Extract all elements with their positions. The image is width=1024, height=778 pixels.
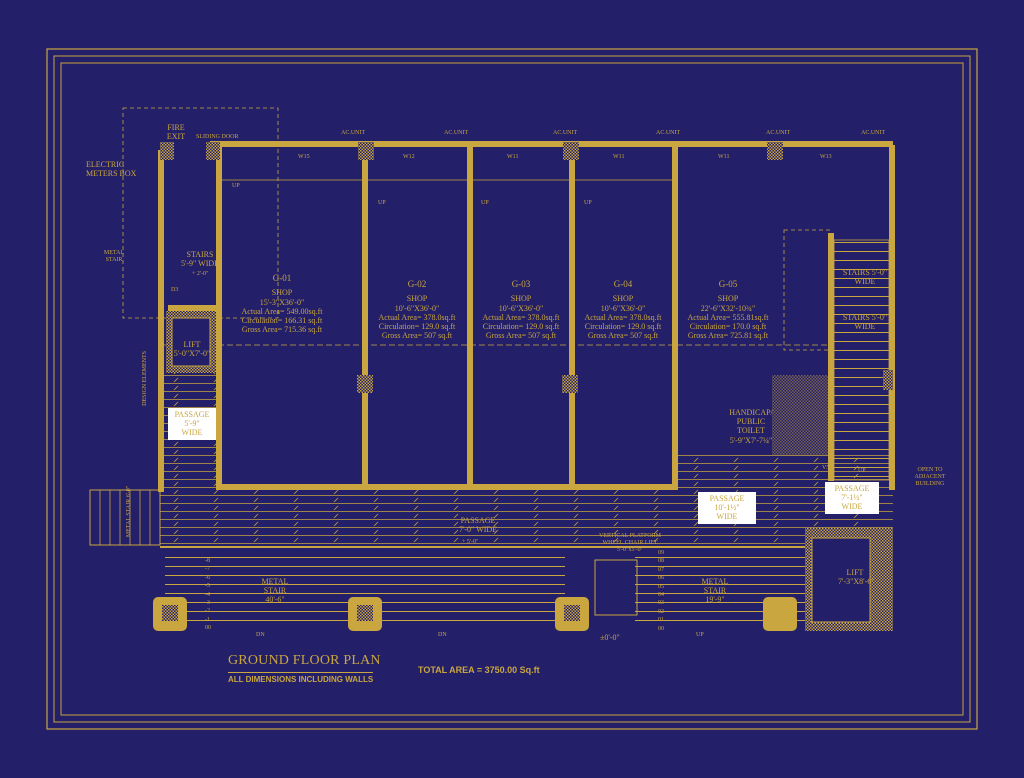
toilet-label: HANDICAP/ PUBLIC TOILET 5'-9"X7'-7¼" (729, 408, 773, 445)
stair-step-number: 00 (658, 625, 664, 632)
electric-meters-label: ELECTRIC METERS BOX (86, 160, 137, 179)
sliding-door-label: SLIDING DOOR (196, 134, 239, 140)
up-marker: UP (584, 200, 592, 206)
window-tag: W13 (820, 154, 832, 160)
shop-id: G-01 (272, 273, 292, 283)
stair-step-number: -1 (205, 616, 210, 623)
passage-main-label: PASSAGE 7'-0" WIDE (458, 516, 498, 535)
stairs-right-label-2: STAIRS 5'-0" WIDE (842, 313, 888, 332)
drawing-title: GROUND FLOOR PLAN (228, 653, 381, 668)
level-left-label: + 2'-0" (192, 271, 209, 277)
lift-right-label: LIFT 7'-3"X8'-6" (838, 568, 875, 587)
ac-unit-label: AC.UNIT (861, 130, 886, 136)
stair-step-number: 02 (658, 608, 664, 615)
stair-step-number: 00 (205, 625, 211, 632)
up-marker: UP (858, 468, 866, 474)
ac-unit-label: AC.UNIT (341, 130, 366, 136)
stair-step-number: -7 (205, 566, 210, 573)
stair-step-number: -4 (205, 591, 210, 598)
stair-step-number: -2 (205, 608, 210, 615)
up-marker: UP (481, 200, 489, 206)
stair-step-number: -5 (205, 583, 210, 590)
passage-hatch (160, 488, 893, 546)
dn-marker: DN (438, 632, 447, 638)
stair-step-number: -6 (205, 574, 210, 581)
window-tag: W12 (403, 154, 415, 160)
passage-mid-label: PASSAGE 10'-1½" WIDE (698, 492, 756, 524)
passage-left-label: PASSAGE 5'-9" WIDE (168, 408, 216, 440)
drawing-subtitle: ALL DIMENSIONS INCLUDING WALLS (228, 672, 374, 684)
d3-tag: D3 (171, 287, 179, 293)
ac-unit-label: AC.UNIT (444, 130, 469, 136)
passage-right-label: PASSAGE 7'-1½" WIDE (825, 482, 879, 514)
stair-step-number: 05 (658, 583, 664, 590)
dn-marker: DN (256, 632, 265, 638)
up-marker: UP (696, 632, 704, 638)
fire-exit-label: FIRE EXIT (166, 123, 186, 142)
lift-left-label: LIFT 5'-0"X7'-0" (173, 340, 211, 359)
metal-stair-small-label: METAL STAIR 6'-0" (126, 485, 133, 538)
window-tag: W11 (613, 154, 625, 160)
stair-step-number: -8 (205, 558, 210, 564)
wheelchair-lift-label: VERTICAL PLATFORM WHEEL CHAIR LIFT 5'-0"… (599, 533, 661, 553)
v5-tag: V5 (822, 465, 830, 471)
metal-stair-side-label: METAL STAIR (103, 250, 125, 263)
up-marker: UP (378, 200, 386, 206)
window-tag: W15 (298, 154, 310, 160)
stair-step-number: 01 (658, 617, 664, 624)
stair-step-number: 08 (658, 558, 664, 565)
stair-step-number: 06 (658, 575, 664, 582)
stair-step-number: 07 (658, 566, 664, 573)
ac-unit-label: AC.UNIT (656, 130, 681, 136)
columns (153, 142, 893, 631)
ground-level-label: ±0'-0" (600, 633, 620, 642)
frame-border (46, 48, 978, 730)
ac-unit-label: AC.UNIT (553, 130, 578, 136)
stair-step-number: 03 (658, 600, 664, 607)
design-elements-label: DESIGN ELEMENTS (141, 351, 148, 406)
stairs-right-label-1: STAIRS 5'-0" WIDE (842, 268, 888, 287)
stair-step-number: -3 (205, 600, 210, 606)
ac-unit-label: AC.UNIT (766, 130, 791, 136)
stair-step-number: 04 (658, 592, 664, 598)
window-tag: W11 (507, 154, 519, 160)
metal-stair-left-label: METAL STAIR 40'-6" (261, 577, 289, 605)
passage-level-label: + 5'-0" (462, 539, 479, 545)
stairs-left-label: STAIRS 5'-9" WIDE (180, 250, 220, 269)
metal-stair-right-label: METAL STAIR 19'-9" (701, 577, 729, 605)
window-tag: W11 (718, 154, 730, 160)
walls (158, 141, 895, 492)
total-area: TOTAL AREA = 3750.00 Sq.ft (418, 665, 540, 675)
open-to-adjacent-label: OPEN TO ADJACENT BUILDING (914, 467, 946, 487)
up-marker: UP (232, 183, 240, 189)
stair-step-number: 09 (658, 550, 664, 556)
